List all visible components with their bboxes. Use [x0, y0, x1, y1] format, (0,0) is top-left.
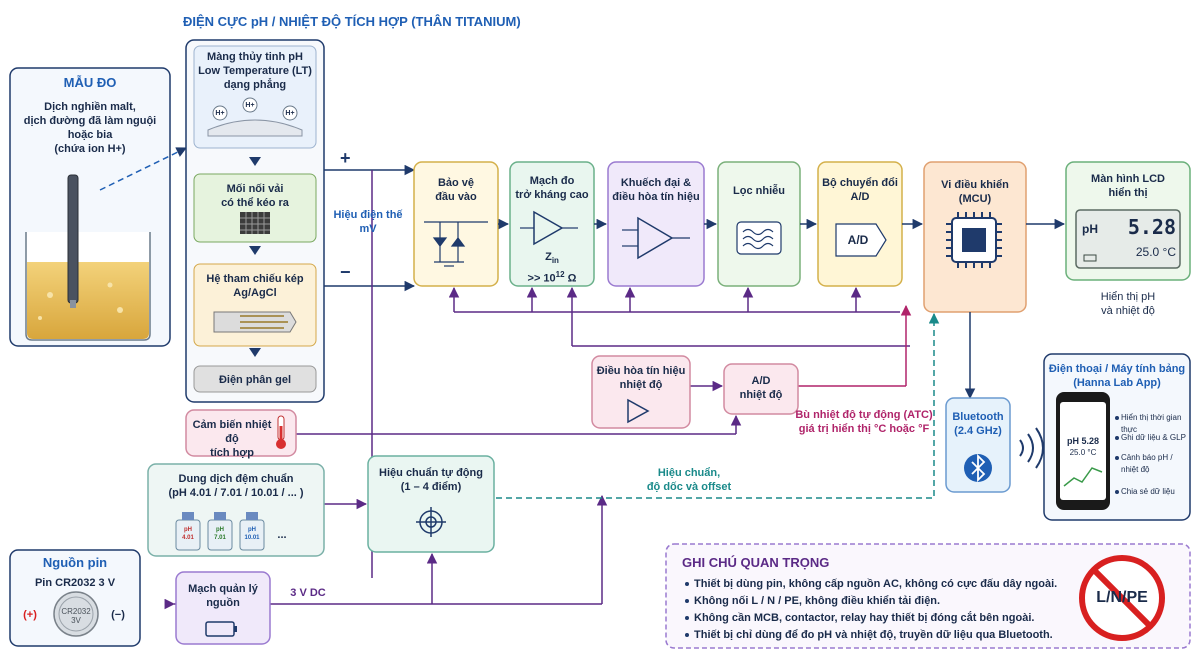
sample-description: Dịch nghiền malt,dịch đường đã làm nguội… — [23, 101, 157, 155]
battery-model: Pin CR2032 3 V — [34, 577, 116, 589]
calibration-note: Hiệu chuẩn,độ dốc và offset — [646, 467, 732, 493]
lcd-temp-value: 25.0 °C — [1135, 245, 1176, 259]
calibration-dashed-line — [496, 312, 940, 499]
ion-bubbles — [212, 97, 298, 121]
dashed-sample-arrow — [99, 147, 187, 191]
input-impedance-label: Zin >> 1012 Ω — [527, 251, 577, 285]
phone-feature-2: Ghi dữ liệu & GLP — [1121, 433, 1186, 442]
phone-feature-3: Cảnh báo pH /nhiệt độ — [1121, 453, 1173, 474]
phone-temp: 25.0 °C — [1069, 448, 1097, 457]
calibration-target-icon — [416, 507, 446, 537]
mcu-chip-icon — [946, 212, 1002, 268]
battery-positive: (+) — [23, 609, 37, 621]
phone-ph: pH 5.28 — [1066, 436, 1099, 446]
diagram-title: ĐIỆN CỰC pH / NHIỆT ĐỘ TÍCH HỢP (THÂN TI… — [183, 14, 521, 29]
ion-label-1: H+ — [215, 110, 225, 117]
bottle-more: ... — [277, 529, 287, 541]
auto-calibration-label: Hiệu chuẩn tự động(1 – 4 điểm) — [379, 467, 483, 493]
ion-label-3: H+ — [285, 110, 295, 117]
lcd-ph-label: pH — [1082, 222, 1098, 236]
positive-terminal: + — [340, 148, 351, 168]
coin-cell-icon — [53, 591, 99, 637]
bluetooth-label: Bluetooth(2.4 GHz) — [952, 411, 1004, 437]
no-mains-sign-label: L/N/PE — [1096, 589, 1148, 606]
note-item-3: Không cần MCB, contactor, relay hay thiế… — [694, 612, 1035, 624]
notes-title: GHI CHÚ QUAN TRỌNG — [682, 555, 830, 570]
atc-label: Bù nhiệt độ tự động (ATC)giá trị hiển th… — [795, 409, 933, 435]
negative-terminal: − — [340, 262, 351, 282]
sample-title: MẪU ĐO — [63, 75, 117, 90]
lcd-ph-value: 5.28 — [1127, 215, 1176, 239]
phone-icon — [1056, 392, 1110, 510]
buffer-bottles — [175, 512, 265, 551]
dc-voltage-label: 3 V DC — [290, 587, 326, 599]
no-mains-sign — [1079, 555, 1165, 641]
battery-negative: (−) — [111, 609, 125, 621]
lcd-screen — [1075, 209, 1181, 269]
gel-electrolyte-label: Điện phân gel — [218, 374, 292, 386]
beaker-illustration — [9, 67, 171, 347]
protection-circuit-icon — [424, 221, 488, 267]
phone-feature-1: Hiển thị thời gian thực — [1121, 413, 1182, 434]
noise-filter-label: Lọc nhiễu — [733, 185, 785, 197]
buffer-title: Dung dịch đệm chuẩn(pH 4.01 / 7.01 / 10.… — [168, 473, 304, 499]
mcu-label: Vi điều khiển(MCU) — [941, 179, 1009, 205]
ion-label-2: H+ — [245, 102, 255, 109]
flow-arrows — [249, 157, 261, 357]
phone-title: Điện thoại / Máy tính bảng(Hanna Lab App… — [1048, 363, 1186, 389]
adc-inner-label: A/D — [847, 233, 869, 247]
phone-feature-4: Chia sẻ dữ liệu — [1121, 487, 1175, 496]
thermometer-icon — [276, 415, 286, 449]
wireless-waves-icon — [1019, 427, 1044, 469]
note-item-2: Không nối L / N / PE, không điều khiển t… — [694, 595, 941, 607]
note-item-4: Thiết bị chỉ dùng để đo pH và nhiệt độ, … — [694, 629, 1053, 641]
note-item-1: Thiết bị dùng pin, không cấp nguồn AC, k… — [694, 578, 1058, 590]
amplifier-label: Khuếch đại &điều hòa tín hiệu — [612, 177, 700, 203]
battery-title: Nguồn pin — [42, 555, 108, 570]
